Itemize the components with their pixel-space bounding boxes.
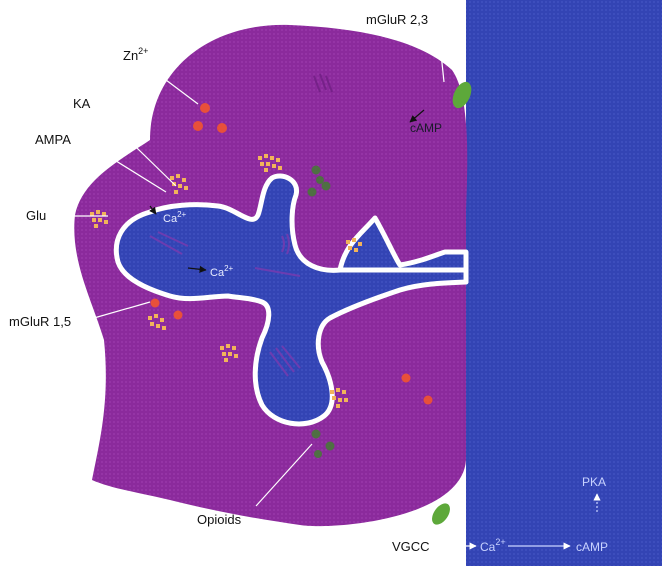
label-vgcc: VGCC: [392, 539, 430, 554]
label-camp-bottom: cAMP: [576, 540, 608, 554]
label-ampa: AMPA: [35, 132, 71, 147]
label-mglur23: mGluR 2,3: [366, 12, 428, 27]
receptor-bottom: [428, 500, 453, 528]
label-glu: Glu: [26, 208, 46, 223]
label-mglur15: mGluR 1,5: [9, 314, 71, 329]
label-ka: KA: [73, 96, 91, 111]
label-zn: Zn2+: [123, 46, 148, 63]
label-pka: PKA: [582, 475, 606, 489]
label-opioids: Opioids: [197, 512, 242, 527]
dendrite-shaft: [466, 0, 662, 566]
label-camp-top: cAMP: [410, 121, 442, 135]
